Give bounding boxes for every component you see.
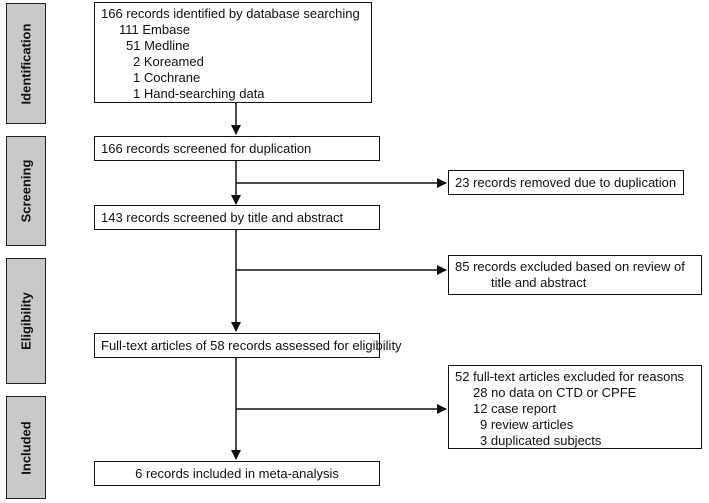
- fulltext-excluded-title: 52 full-text articles excluded for reaso…: [455, 369, 685, 384]
- source-koreamed: 2 Koreamed: [133, 54, 204, 69]
- fulltext-assessed-text: Full-text articles of 58 records assesse…: [101, 338, 402, 353]
- included-box: 6 records included in meta-analysis: [94, 461, 380, 486]
- source-medline: 51 Medline: [126, 38, 190, 53]
- source-cochrane: 1 Cochrane: [133, 70, 201, 85]
- screened-duplication-box: 166 records screened for duplication: [94, 136, 380, 161]
- reason-case-report: 12 case report: [473, 401, 557, 416]
- identification-box: 166 records identified by database searc…: [94, 2, 372, 103]
- fulltext-assessed-box: Full-text articles of 58 records assesse…: [94, 333, 402, 358]
- excluded-title-abstract-line2: title and abstract: [491, 275, 587, 290]
- title-abstract-screen-box: 143 records screened by title and abstra…: [94, 205, 380, 230]
- phase-included: Included: [6, 396, 46, 499]
- reason-no-data: 28 no data on CTD or CPFE: [473, 385, 637, 400]
- excluded-title-abstract-line1: 85 records excluded based on review of: [455, 259, 685, 274]
- reason-review-articles: 9 review articles: [480, 417, 574, 432]
- title-abstract-screen-text: 143 records screened by title and abstra…: [101, 210, 344, 225]
- fulltext-excluded-box: 52 full-text articles excluded for reaso…: [448, 365, 702, 449]
- phase-eligibility: Eligibility: [6, 258, 46, 384]
- identification-title: 166 records identified by database searc…: [101, 6, 360, 21]
- phase-identification: Identification: [6, 3, 46, 124]
- screened-duplication-text: 166 records screened for duplication: [101, 141, 312, 156]
- excluded-title-abstract-box: 85 records excluded based on review of t…: [448, 255, 702, 295]
- source-hand-searching: 1 Hand-searching data: [133, 86, 265, 101]
- reason-duplicated-subjects: 3 duplicated subjects: [480, 433, 602, 448]
- removed-duplication-box: 23 records removed due to duplication: [448, 170, 684, 195]
- source-embase: 111 Embase: [119, 22, 191, 37]
- included-text: 6 records included in meta-analysis: [135, 466, 339, 481]
- removed-duplication-text: 23 records removed due to duplication: [455, 175, 677, 190]
- phase-screening: Screening: [6, 136, 46, 246]
